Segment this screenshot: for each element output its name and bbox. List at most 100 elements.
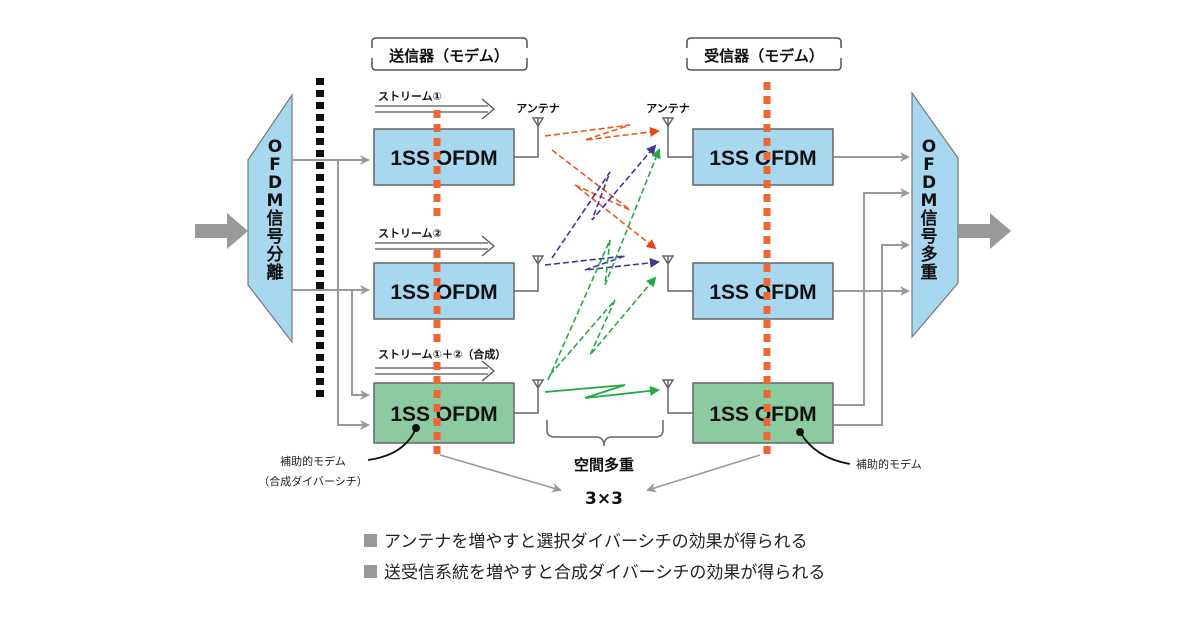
separator-dash (316, 186, 324, 193)
divider-dash (763, 376, 771, 384)
separator-dash (316, 306, 324, 313)
divider-dash (433, 404, 441, 412)
divider-dash (433, 446, 441, 454)
divider-dash (763, 138, 771, 146)
separator-dash (316, 150, 324, 157)
divider-dash (433, 138, 441, 146)
divider-dash (763, 432, 771, 440)
input-arrow (195, 213, 248, 249)
tx-antennas (514, 117, 545, 414)
receiver-header: 受信器（モデム） (686, 37, 842, 71)
divider-dash (433, 292, 441, 300)
combiner-char: 重 (921, 262, 938, 283)
tx-aux-note: 補助的モデム （合成ダイバーシチ） (258, 424, 420, 488)
rx-antennas (661, 117, 693, 414)
divider-dash (763, 194, 771, 202)
radio-paths-stream2 (544, 144, 660, 271)
transmitter-title: 送信器（モデム） (388, 47, 509, 65)
divider-dash (763, 264, 771, 272)
stream-1-text: ストリーム① (378, 90, 442, 103)
tx-modem-3-label: 1SS OFDM (390, 403, 497, 426)
divider-dash (763, 124, 771, 132)
separator-dash (316, 210, 324, 217)
separator-dash (316, 378, 324, 385)
legend-item-2: 送受信系統を増やすと合成ダイバーシチの効果が得られる (364, 563, 825, 583)
rx-modem-2: 1SS OFDM (692, 262, 834, 320)
splitter-char: O (268, 137, 282, 157)
tx-modem-2: 1SS OFDM (373, 262, 515, 320)
divider-dash (763, 334, 771, 342)
rx-modem-3-auxiliary: 1SS OFDM (692, 382, 834, 444)
combiner-char: O (922, 137, 936, 157)
divider-dash (433, 376, 441, 384)
spatial-multiplex-label: 空間多重 (574, 456, 634, 474)
divider-dash (433, 180, 441, 188)
divider-dash (763, 96, 771, 104)
divider-dash (433, 418, 441, 426)
separator-dash (316, 174, 324, 181)
rx-aux-note-text: 補助的モデム (856, 457, 922, 471)
separator-dash (316, 282, 324, 289)
black-dashed-separator (316, 78, 324, 397)
divider-dash (763, 166, 771, 174)
divider-dash (763, 222, 771, 230)
separator-dash (316, 114, 324, 121)
stream-2-text: ストリーム② (378, 227, 442, 240)
separator-dash (316, 354, 324, 361)
splitter-char: 号 (267, 227, 284, 247)
divider-dash (763, 348, 771, 356)
divider-dash (763, 236, 771, 244)
legend-item-1: アンテナを増やすと選択ダイバーシチの効果が得られる (364, 532, 808, 552)
tx-modem-3-auxiliary: 1SS OFDM (373, 382, 515, 444)
splitter-char: 信 (267, 208, 284, 229)
divider-dash (433, 362, 441, 370)
spatial-brace (546, 420, 664, 447)
combiner-char: M (921, 191, 938, 211)
tx-antenna-label: アンテナ (516, 102, 560, 115)
splitter-connections (292, 155, 370, 430)
combiner-char: D (922, 173, 936, 193)
separator-dash (316, 342, 324, 349)
rx-modem-3-label: 1SS OFDM (709, 403, 816, 426)
separator-dash (316, 294, 324, 301)
separator-dash (316, 246, 324, 253)
separator-dash (316, 330, 324, 337)
divider-dash (433, 264, 441, 272)
radio-path-stream3-direct (544, 384, 660, 399)
rx-antenna-label: アンテナ (646, 102, 690, 115)
divider-dash (433, 208, 441, 216)
tx-aux-note-line2: （合成ダイバーシチ） (258, 474, 368, 488)
rx-modem-1: 1SS OFDM (692, 128, 834, 186)
splitter-char: D (268, 173, 282, 193)
divider-dash (763, 110, 771, 118)
divider-dash (763, 292, 771, 300)
rx-aux-note: 補助的モデム (796, 428, 922, 471)
separator-dash (316, 390, 324, 397)
divider-dash (763, 404, 771, 412)
divider-dash (763, 82, 771, 90)
splitter-char: F (269, 155, 281, 175)
divider-dash (763, 306, 771, 314)
divider-dash (763, 180, 771, 188)
separator-dash (316, 270, 324, 277)
ofdm-combiner (911, 91, 959, 339)
stream-3-text: ストリーム①＋②（合成） (378, 347, 506, 361)
transmitter-header: 送信器（モデム） (371, 37, 528, 71)
splitter-char: 分 (267, 245, 284, 265)
divider-dash (763, 208, 771, 216)
divider-dash (763, 278, 771, 286)
divider-dash (763, 362, 771, 370)
legend-text-1: アンテナを増やすと選択ダイバーシチの効果が得られる (384, 532, 808, 552)
splitter-char: M (267, 191, 284, 211)
divider-dash (433, 278, 441, 286)
orange-dashed-dividers (433, 82, 771, 454)
separator-dash (316, 78, 324, 85)
combiner-char: 号 (921, 227, 938, 247)
separator-dash (316, 258, 324, 265)
divider-dash (433, 110, 441, 118)
stream-arrow-2 (375, 235, 496, 257)
separator-dash (316, 222, 324, 229)
combiner-char: 信 (921, 208, 938, 229)
